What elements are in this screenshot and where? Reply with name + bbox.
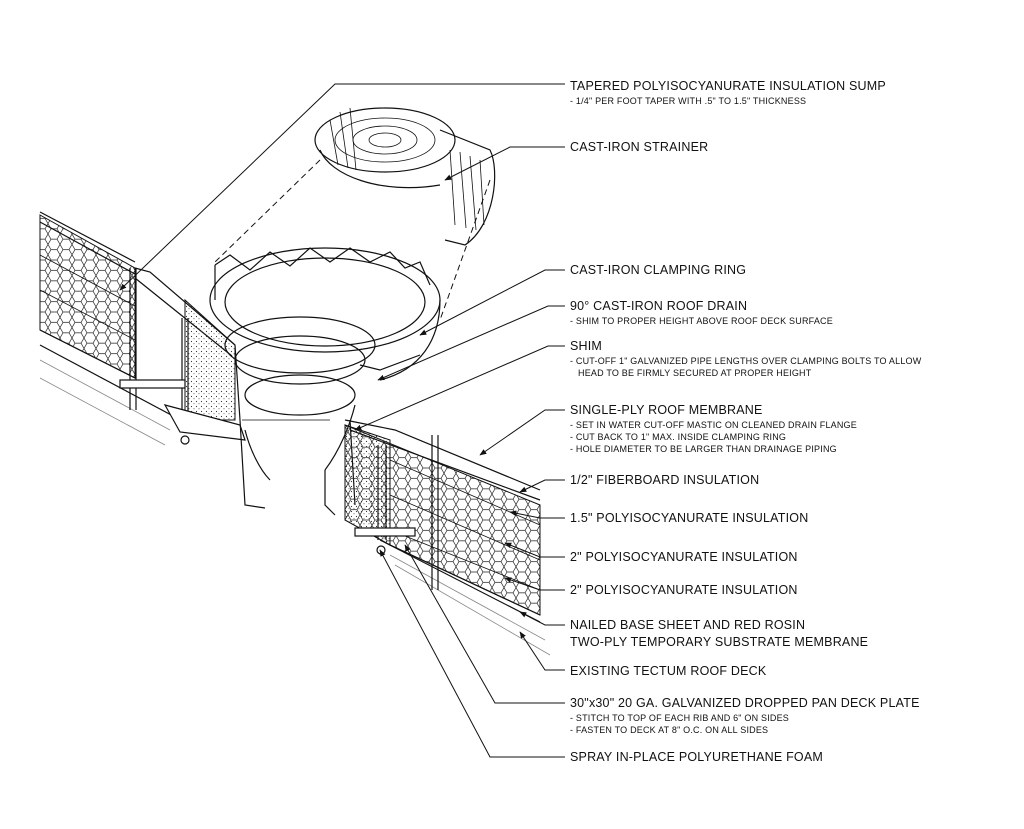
cast-iron-strainer [314, 107, 496, 246]
callout-title: SINGLE-PLY ROOF MEMBRANE [570, 403, 763, 417]
callout-title: 2" POLYISOCYANURATE INSULATION [570, 550, 798, 564]
callout-labels: TAPERED POLYISOCYANURATE INSULATION SUMP… [570, 79, 922, 764]
callout-polyiso-2a: 2" POLYISOCYANURATE INSULATION [570, 550, 798, 564]
callout-title: CAST-IRON CLAMPING RING [570, 263, 746, 277]
callout-spray-foam: SPRAY IN-PLACE POLYURETHANE FOAM [570, 750, 823, 764]
left-sump-slope [119, 267, 246, 445]
callout-membrane: SINGLE-PLY ROOF MEMBRANE - SET IN WATER … [570, 403, 857, 454]
left-insulation-block [39, 211, 191, 446]
projection-line-left [214, 159, 321, 263]
callout-strainer: CAST-IRON STRAINER [570, 140, 708, 154]
callout-title: CAST-IRON STRAINER [570, 140, 708, 154]
clamping-ring [209, 247, 441, 381]
callout-note: - FASTEN TO DECK AT 8" O.C. ON ALL SIDES [570, 725, 768, 735]
right-insulation-block [344, 419, 551, 656]
callout-note: HEAD TO BE FIRMLY SECURED AT PROPER HEIG… [578, 368, 812, 378]
leader-lines [119, 83, 565, 758]
callout-sump: TAPERED POLYISOCYANURATE INSULATION SUMP… [570, 79, 886, 106]
callout-title: 2" POLYISOCYANURATE INSULATION [570, 583, 798, 597]
callout-note: - STITCH TO TOP OF EACH RIB AND 6" ON SI… [570, 713, 789, 723]
callout-note: - SHIM TO PROPER HEIGHT ABOVE ROOF DECK … [570, 316, 833, 326]
callout-fiberboard: 1/2" FIBERBOARD INSULATION [570, 473, 759, 487]
callout-base-sheet: NAILED BASE SHEET AND RED ROSIN TWO-PLY … [570, 618, 868, 649]
callout-note: - CUT-OFF 1" GALVANIZED PIPE LENGTHS OVE… [570, 356, 922, 366]
callout-title: NAILED BASE SHEET AND RED ROSIN [570, 618, 805, 632]
callout-polyiso-2b: 2" POLYISOCYANURATE INSULATION [570, 583, 798, 597]
callout-clamping-ring: CAST-IRON CLAMPING RING [570, 263, 746, 277]
callout-title: 30"x30" 20 GA. GALVANIZED DROPPED PAN DE… [570, 696, 920, 710]
callout-polyiso-15: 1.5" POLYISOCYANURATE INSULATION [570, 511, 808, 525]
callout-title: SPRAY IN-PLACE POLYURETHANE FOAM [570, 750, 823, 764]
callout-title: 90° CAST-IRON ROOF DRAIN [570, 299, 747, 313]
projection-line-right [439, 179, 491, 321]
callout-roof-drain: 90° CAST-IRON ROOF DRAIN - SHIM TO PROPE… [570, 299, 833, 326]
callout-title: 1/2" FIBERBOARD INSULATION [570, 473, 759, 487]
drain-body [224, 316, 376, 516]
callout-title: EXISTING TECTUM ROOF DECK [570, 664, 767, 678]
callout-title: SHIM [570, 339, 602, 353]
callout-note: - 1/4" PER FOOT TAPER WITH .5" TO 1.5" T… [570, 96, 806, 106]
callout-note: - CUT BACK TO 1" MAX. INSIDE CLAMPING RI… [570, 432, 786, 442]
callout-tectum: EXISTING TECTUM ROOF DECK [570, 664, 767, 678]
callout-shim: SHIM - CUT-OFF 1" GALVANIZED PIPE LENGTH… [570, 339, 922, 378]
callout-title: TAPERED POLYISOCYANURATE INSULATION SUMP [570, 79, 886, 93]
roof-drain-assembly-drawing [39, 107, 551, 656]
callout-note: TWO-PLY TEMPORARY SUBSTRATE MEMBRANE [570, 635, 868, 649]
callout-note: - HOLE DIAMETER TO BE LARGER THAN DRAINA… [570, 444, 837, 454]
callout-title: 1.5" POLYISOCYANURATE INSULATION [570, 511, 808, 525]
callout-note: - SET IN WATER CUT-OFF MASTIC ON CLEANED… [570, 420, 857, 430]
callout-deck-plate: 30"x30" 20 GA. GALVANIZED DROPPED PAN DE… [570, 696, 920, 735]
